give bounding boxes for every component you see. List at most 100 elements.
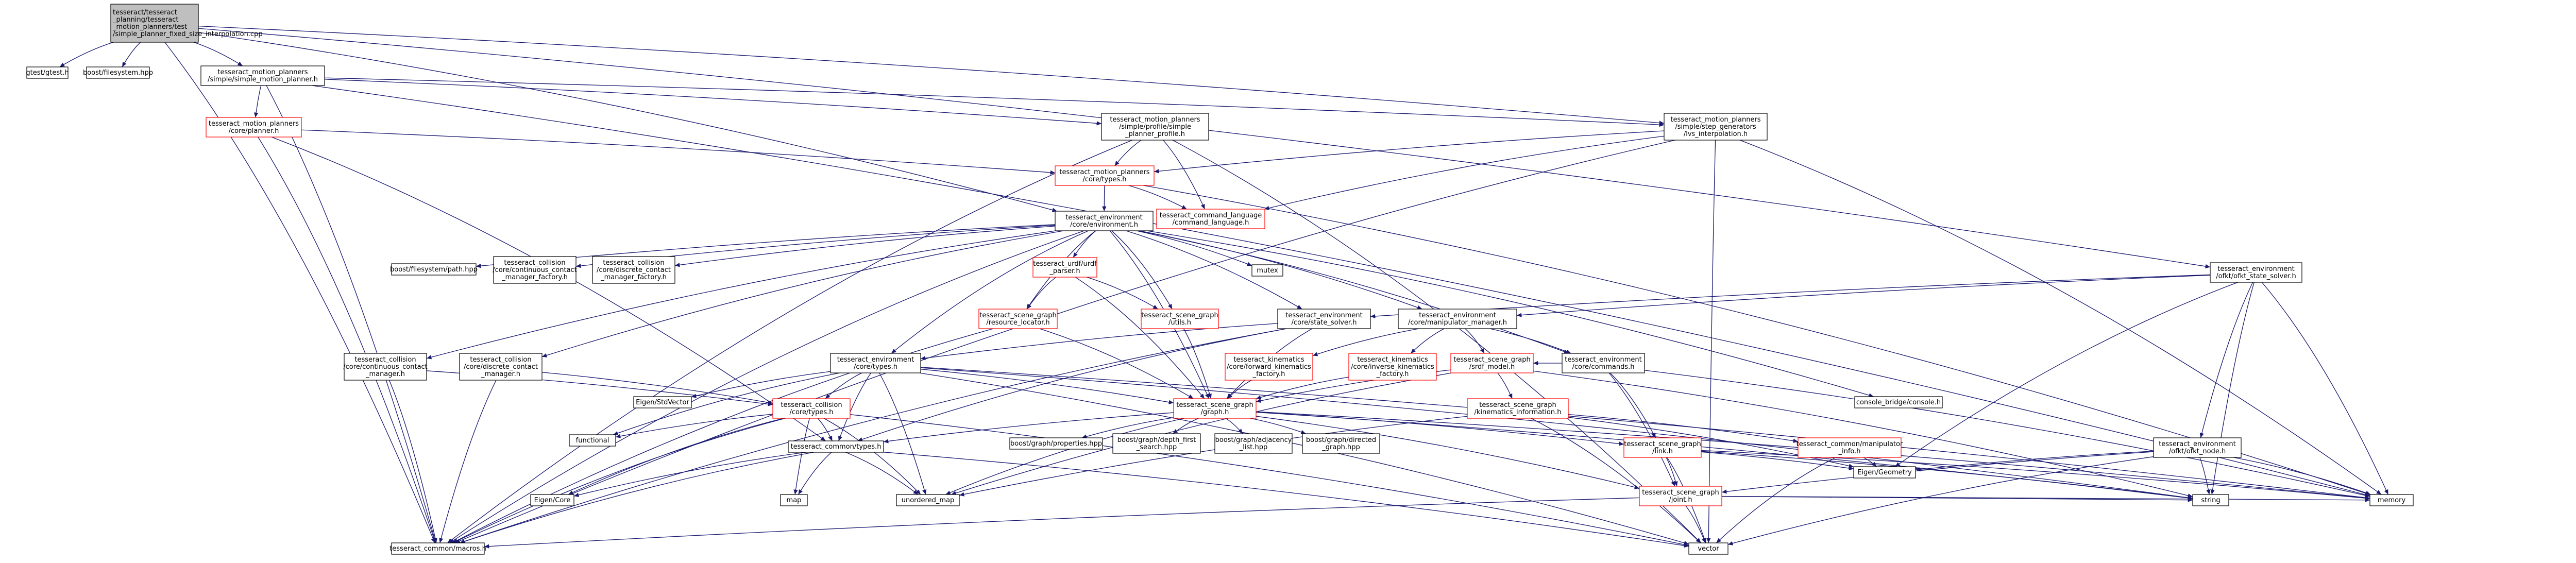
- edge-resource_locator-to-sg_graph: [1039, 328, 1194, 399]
- node-state_solver[interactable]: tesseract_environment/core/state_solver.…: [1277, 309, 1371, 329]
- edge-root-to-gtest: [59, 42, 114, 67]
- node-env_commands[interactable]: tesseract_environment/core/commands.h: [1562, 353, 1645, 373]
- edge-ofkt_state_solver-to-memory: [2261, 282, 2389, 495]
- node-disc_contact_factory[interactable]: tesseract_collision/core/discrete_contac…: [592, 256, 675, 284]
- node-functional[interactable]: functional: [569, 434, 616, 447]
- node-mutex[interactable]: mutex: [1251, 264, 1283, 277]
- node-simple_profile[interactable]: tesseract_motion_planners/simple/profile…: [1101, 113, 1209, 141]
- node-box-env_types: [830, 353, 921, 373]
- node-sg_graph[interactable]: tesseract_scene_graph/graph.h: [1173, 398, 1257, 419]
- node-graph_directed[interactable]: boost/graph/directed_graph.hpp: [1302, 433, 1380, 454]
- node-memory[interactable]: memory: [2369, 494, 2414, 506]
- node-label-console_bridge-line-0: console_bridge/console.h: [1856, 399, 1941, 406]
- node-env_types[interactable]: tesseract_environment/core/types.h: [830, 353, 921, 373]
- node-disc_contact_mgr[interactable]: tesseract_collision/core/discrete_contac…: [459, 353, 543, 381]
- edge-env_environment-to-urdf_parser: [1073, 230, 1096, 258]
- node-box-resource_locator: [978, 309, 1058, 329]
- node-cont_contact_factory[interactable]: tesseract_collision/core/continuous_cont…: [493, 256, 577, 284]
- node-unordered_map[interactable]: unordered_map: [896, 494, 960, 506]
- node-string[interactable]: string: [2192, 494, 2229, 506]
- node-map[interactable]: map: [780, 494, 808, 506]
- edge-common_types-to-unordered_map: [845, 452, 919, 495]
- edge-ifopt_planner-to-macros: [258, 137, 436, 543]
- node-graph_dfs[interactable]: boost/graph/depth_first_search.hpp: [1112, 433, 1201, 454]
- edge-env_environment-to-cont_contact_mgr: [426, 230, 1056, 360]
- node-label-sg_link-line-1: /link.h: [1652, 448, 1673, 455]
- node-label-memory-line-0: memory: [2378, 497, 2406, 504]
- node-resource_locator[interactable]: tesseract_scene_graph/resource_locator.h: [978, 309, 1058, 329]
- node-collision_types[interactable]: tesseract_collision/core/types.h: [772, 398, 851, 419]
- node-label-simple_profile-line-1: /simple/profile/simple: [1119, 123, 1191, 131]
- node-step_generators[interactable]: tesseract_motion_planners/simple/step_ge…: [1664, 113, 1768, 141]
- node-box-manip_utils: [1798, 437, 1902, 458]
- node-command_language[interactable]: tesseract_command_language/command_langu…: [1156, 209, 1265, 229]
- node-label-inv_kin_factory-line-0: tesseract_kinematics: [1357, 356, 1428, 364]
- node-manip_utils[interactable]: tesseract_common/manipulator_info.h: [1797, 437, 1903, 458]
- node-label-simple_motion_planner-line-1: /simple/simple_motion_planner.h: [208, 76, 318, 83]
- node-graph_adj[interactable]: boost/graph/adjacency_list.hpp: [1214, 433, 1293, 454]
- node-core_types[interactable]: tesseract_motion_planners/core/types.h: [1055, 165, 1155, 186]
- edge-root-to-ofkt_state_solver: [198, 28, 2211, 269]
- node-sg_utils[interactable]: tesseract_scene_graph/utils.h: [1141, 309, 1219, 329]
- node-label-ofkt_state_solver-line-0: tesseract_environment: [2217, 265, 2295, 273]
- node-env_environment[interactable]: tesseract_environment/core/environment.h: [1055, 211, 1154, 231]
- node-simple_motion_planner[interactable]: tesseract_motion_planners/simple/simple_…: [200, 65, 325, 86]
- node-common_types[interactable]: tesseract_common/types.h: [788, 440, 884, 453]
- edge-simple_profile-to-vector: [1172, 140, 1702, 543]
- node-box-functional: [569, 434, 616, 447]
- node-label-fwd_kin_factory-line-0: tesseract_kinematics: [1233, 356, 1304, 364]
- node-srdf_model[interactable]: tesseract_scene_graph/srdf_model.h: [1450, 353, 1534, 373]
- edge-env_environment-to-mutex: [1136, 230, 1252, 266]
- node-sg_link[interactable]: tesseract_scene_graph/link.h: [1623, 437, 1702, 458]
- node-urdf_parser[interactable]: tesseract_urdf/urdf_parser.h: [1032, 257, 1097, 278]
- edge-step_generators-to-macros: [455, 140, 1675, 543]
- node-ofkt_state_solver[interactable]: tesseract_environment/ofkt/ofkt_state_so…: [2210, 262, 2302, 283]
- edge-kin_info-to-unordered_map: [959, 416, 1468, 497]
- node-label-fwd_kin_factory-line-2: _factory.h: [1252, 370, 1285, 378]
- node-box-state_solver: [1277, 309, 1371, 329]
- node-eigen_core[interactable]: Eigen/Core: [530, 494, 574, 506]
- node-manipulator_manager[interactable]: tesseract_environment/core/manipulator_m…: [1398, 309, 1517, 329]
- node-box-simple_profile: [1101, 113, 1209, 141]
- node-graph_props[interactable]: boost/graph/properties.hpp: [1009, 437, 1103, 450]
- node-box-inv_kin_factory: [1348, 353, 1437, 381]
- node-label-fwd_kin_factory-line-1: /core/forward_kinematics: [1227, 363, 1311, 371]
- node-box-ifopt_planner: [206, 117, 302, 138]
- node-eigen_stdvector[interactable]: Eigen/StdVector: [633, 396, 692, 408]
- node-console_bridge[interactable]: console_bridge/console.h: [1854, 396, 1943, 408]
- node-vector[interactable]: vector: [1688, 542, 1728, 555]
- node-sg_joint[interactable]: tesseract_scene_graph/joint.h: [1639, 486, 1722, 506]
- node-label-cont_contact_mgr-line-2: _manager.h: [365, 370, 405, 378]
- node-root[interactable]: tesseract/tesseract_planning/tesseract_m…: [110, 4, 263, 43]
- edge-sg_link-to-eigen_geometry: [1701, 451, 1854, 471]
- node-box-graph_adj: [1214, 433, 1293, 454]
- node-box-ofkt_state_solver: [2210, 262, 2302, 283]
- node-boost_fs[interactable]: boost/filesystem.hpp: [83, 66, 153, 79]
- node-label-core_types-line-1: /core/types.h: [1082, 176, 1126, 183]
- node-box-eigen_core: [530, 494, 574, 506]
- node-gtest[interactable]: gtest/gtest.h: [26, 66, 69, 79]
- node-macros[interactable]: tesseract_common/macros.h: [389, 542, 486, 555]
- node-label-env_environment-line-0: tesseract_environment: [1065, 214, 1143, 221]
- node-label-manipulator_manager-line-0: tesseract_environment: [1419, 312, 1496, 319]
- node-label-root-line-1: _planning/tesseract: [112, 16, 179, 24]
- node-kin_info[interactable]: tesseract_scene_graph/kinematics_informa…: [1467, 398, 1569, 419]
- edge-cont_contact_mgr-to-macros: [388, 380, 437, 543]
- node-fs_path[interactable]: boost/filesystem/path.hpp: [390, 263, 478, 276]
- node-label-resource_locator-line-1: /resource_locator.h: [986, 319, 1049, 327]
- node-box-kin_info: [1467, 398, 1569, 419]
- node-cont_contact_mgr[interactable]: tesseract_collision/core/continuous_cont…: [343, 353, 428, 381]
- node-ifopt_planner[interactable]: tesseract_motion_planners/core/planner.h: [206, 117, 302, 138]
- node-ofkt_node[interactable]: tesseract_environment/ofkt/ofkt_node.h: [2153, 437, 2242, 458]
- node-eigen_geometry[interactable]: Eigen/Geometry: [1853, 466, 1916, 479]
- node-fwd_kin_factory[interactable]: tesseract_kinematics/core/forward_kinema…: [1225, 353, 1313, 381]
- node-box-common_types: [788, 440, 884, 453]
- node-box-boost_fs: [86, 66, 150, 79]
- edge-common_types-to-map: [798, 452, 832, 495]
- edge-manipulator_manager-to-srdf_model: [1465, 328, 1485, 354]
- node-inv_kin_factory[interactable]: tesseract_kinematics/core/inverse_kinema…: [1348, 353, 1437, 381]
- edge-urdf_parser-to-sg_utils: [1087, 277, 1158, 310]
- edge-core_types-to-memory: [1143, 185, 2370, 496]
- edge-manip_utils-to-vector: [1716, 457, 1836, 543]
